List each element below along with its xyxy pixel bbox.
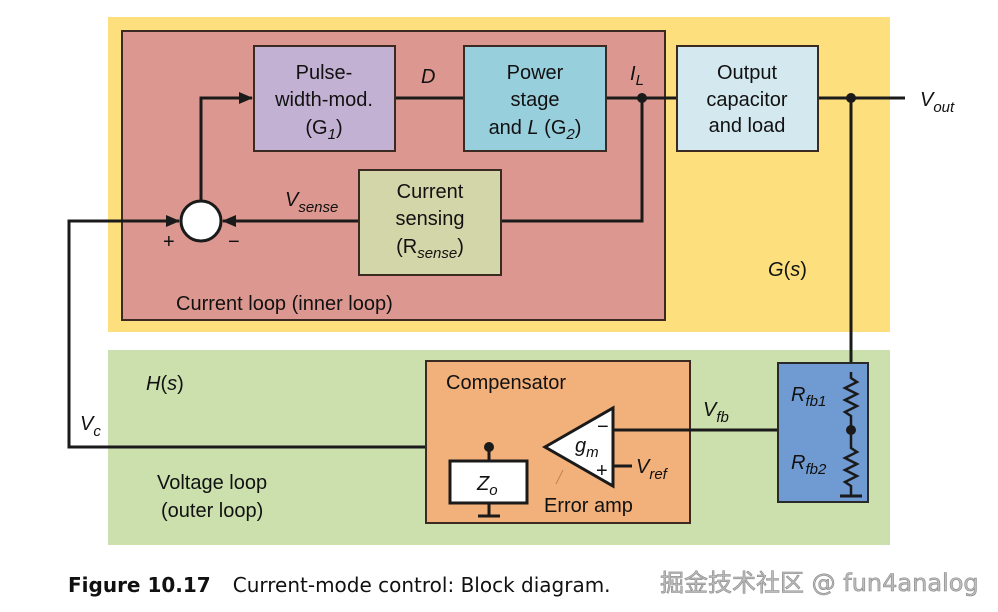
amp-plus: + xyxy=(596,460,608,482)
il-label: IL xyxy=(630,63,644,89)
wire-vc xyxy=(67,215,545,449)
summer-minus: − xyxy=(228,231,240,253)
vfb-label: Vfb xyxy=(703,399,729,426)
wire-current-feedback xyxy=(501,98,644,223)
pwm-block xyxy=(253,45,396,152)
plant-label: G(s) xyxy=(768,259,807,281)
vsense-label: Vsense xyxy=(285,189,338,216)
error-amp xyxy=(541,405,615,489)
power-stage-label-3: and L (G2) xyxy=(489,117,582,143)
rfb2-label: Rfb2 xyxy=(791,452,827,478)
voltage-loop-fn: H(s) xyxy=(146,373,184,395)
vc-label: Vc xyxy=(80,413,101,440)
figure-number: Figure 10.17 xyxy=(68,573,211,597)
watermark: 掘金技术社区 @ fun4analog xyxy=(660,569,979,598)
power-stage-label-1: Power xyxy=(507,62,564,84)
pwm-label-1: Pulse- xyxy=(296,62,353,84)
resistor-rfb1-icon xyxy=(842,372,860,430)
wire-error-to-pwm xyxy=(199,92,253,201)
current-loop-label: Current loop (inner loop) xyxy=(176,293,393,315)
current-sensing-block xyxy=(358,169,502,276)
gm-label: gm xyxy=(575,435,599,461)
output-label-3: and load xyxy=(709,115,786,137)
sensing-label-2: sensing xyxy=(396,208,465,230)
power-stage-label-2: stage xyxy=(511,89,560,111)
summing-junction xyxy=(179,199,223,243)
zo-label: Zo xyxy=(476,473,498,499)
vout-label: Vout xyxy=(920,89,955,116)
figure-caption: Figure 10.17 Current-mode control: Block … xyxy=(68,573,611,597)
node-vout xyxy=(846,93,856,103)
sensing-label-3: (Rsense) xyxy=(396,236,464,262)
power-stage-block xyxy=(463,45,607,152)
duty-label: D xyxy=(421,66,435,88)
pwm-label-2: width-mod. xyxy=(274,89,373,111)
output-label-2: capacitor xyxy=(706,89,787,111)
voltage-loop-label-2: (outer loop) xyxy=(161,500,263,522)
compensator-title: Compensator xyxy=(446,372,566,394)
pwm-label-3: (G1) xyxy=(305,117,342,143)
figure-caption-text: Current-mode control: Block diagram. xyxy=(232,573,611,597)
voltage-loop-label-1: Voltage loop xyxy=(157,472,267,494)
rfb1-label: Rfb1 xyxy=(791,384,826,410)
output-label-1: Output xyxy=(717,62,777,84)
error-amp-caption: Error amp xyxy=(544,495,633,517)
summer-plus: + xyxy=(163,231,175,253)
amp-minus: − xyxy=(597,416,609,438)
output-capacitor-block xyxy=(676,45,819,152)
vref-label: Vref xyxy=(636,456,669,483)
resistor-rfb2-icon xyxy=(842,430,860,496)
node-il xyxy=(637,93,647,103)
error-amp-pointer xyxy=(555,469,564,485)
sensing-label-1: Current xyxy=(397,181,464,203)
